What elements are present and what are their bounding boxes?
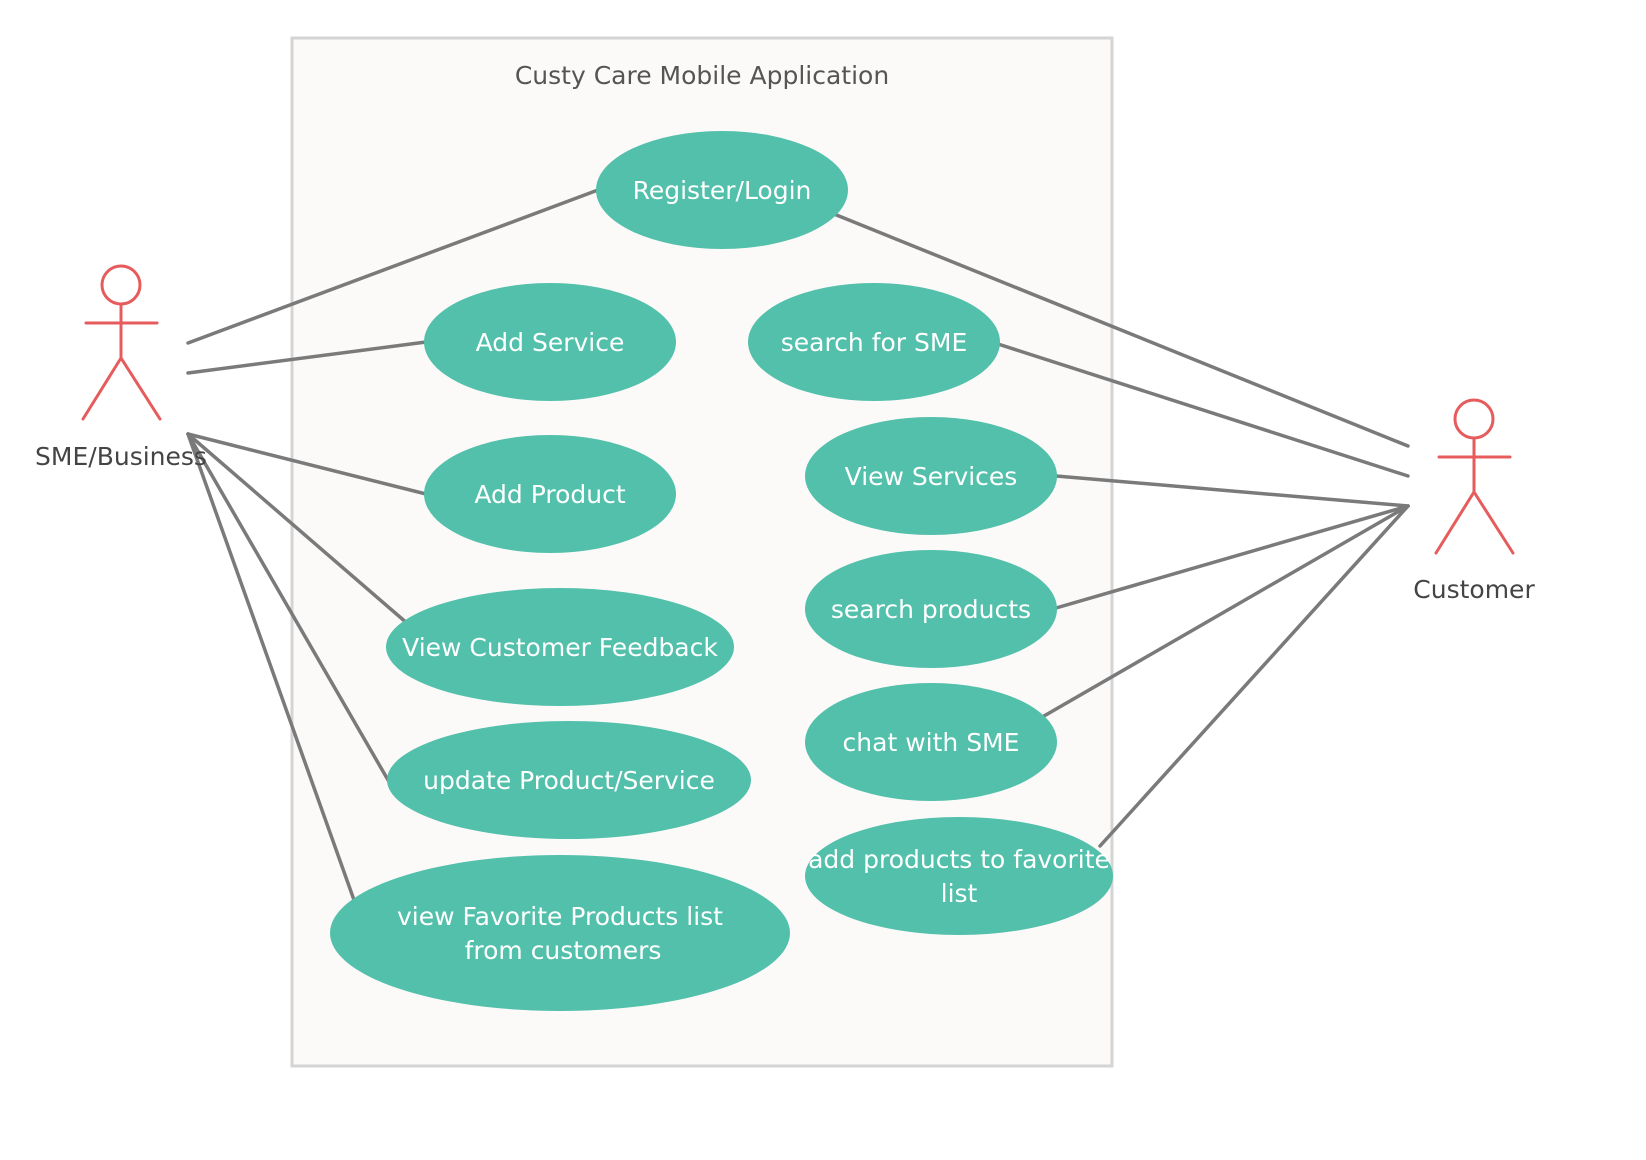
association-sme-update-product-service[interactable] bbox=[186, 432, 390, 782]
use-case-label: View Customer Feedback bbox=[402, 633, 718, 662]
association-customer-register-login[interactable] bbox=[832, 212, 1410, 448]
association-sme-view-feedback[interactable] bbox=[186, 432, 410, 626]
use-case-ellipse[interactable] bbox=[596, 131, 848, 249]
association-sme-register-login[interactable] bbox=[186, 188, 600, 345]
use-case-label: update Product/Service bbox=[423, 766, 715, 795]
use-case-update-product-service[interactable]: update Product/Service bbox=[387, 721, 751, 839]
use-case-label: Register/Login bbox=[633, 176, 812, 205]
use-case-search-products[interactable]: search products bbox=[805, 550, 1057, 668]
use-case-search-sme[interactable]: search for SME bbox=[748, 283, 1000, 401]
stick-figure-icon bbox=[81, 264, 162, 421]
use-case-label: Add Service bbox=[476, 328, 625, 357]
use-case-ellipse[interactable] bbox=[805, 417, 1057, 535]
use-case-ellipse[interactable] bbox=[330, 855, 790, 1011]
association-customer-chat-sme[interactable] bbox=[1042, 504, 1410, 718]
association-customer-search-products[interactable] bbox=[1054, 504, 1410, 610]
association-customer-view-services[interactable] bbox=[1054, 474, 1410, 508]
actor-sme-business[interactable]: SME/Business bbox=[35, 264, 207, 471]
use-case-label-line-2: from customers bbox=[465, 936, 662, 965]
actor-customer[interactable]: Customer bbox=[1413, 398, 1535, 604]
use-case-label-line-1: add products to favorite bbox=[808, 845, 1110, 874]
use-case-ellipse[interactable] bbox=[805, 817, 1113, 935]
stick-figure-icon bbox=[1434, 398, 1515, 555]
use-case-register-login[interactable]: Register/Login bbox=[596, 131, 848, 249]
use-case-view-customer-feedback[interactable]: View Customer Feedback bbox=[386, 588, 734, 706]
actor-left-leg bbox=[1434, 490, 1476, 555]
actor-head bbox=[1453, 398, 1495, 440]
use-case-add-products-to-favorite-list[interactable]: add products to favorite list bbox=[805, 817, 1113, 935]
use-case-view-favorite-products-list[interactable]: view Favorite Products list from custome… bbox=[330, 855, 790, 1011]
use-case-label-line-2: list bbox=[941, 879, 978, 908]
association-customer-search-sme[interactable] bbox=[996, 342, 1410, 478]
associations bbox=[186, 188, 1410, 902]
use-case-label-line-1: view Favorite Products list bbox=[397, 902, 723, 931]
actor-left-leg bbox=[81, 356, 123, 421]
association-sme-view-favorites[interactable] bbox=[186, 432, 356, 902]
use-case-ellipse[interactable] bbox=[387, 721, 751, 839]
actor-right-leg bbox=[1472, 490, 1515, 555]
association-sme-add-service[interactable] bbox=[186, 340, 428, 375]
actor-name: Customer bbox=[1413, 575, 1535, 604]
use-case-ellipse[interactable] bbox=[424, 283, 676, 401]
use-case-chat-with-sme[interactable]: chat with SME bbox=[805, 683, 1057, 801]
use-case-ellipse[interactable] bbox=[748, 283, 1000, 401]
association-customer-add-favorite[interactable] bbox=[1098, 504, 1410, 848]
use-case-label: chat with SME bbox=[843, 728, 1020, 757]
use-case-label: Add Product bbox=[474, 480, 625, 509]
use-case-ellipse[interactable] bbox=[805, 550, 1057, 668]
actor-head bbox=[100, 264, 142, 306]
use-case-add-service[interactable]: Add Service bbox=[424, 283, 676, 401]
use-case-label: View Services bbox=[845, 462, 1018, 491]
association-sme-add-product[interactable] bbox=[186, 432, 428, 496]
use-case-ellipse[interactable] bbox=[805, 683, 1057, 801]
use-case-ellipse[interactable] bbox=[424, 435, 676, 553]
use-case-label: search products bbox=[831, 595, 1031, 624]
use-case-add-product[interactable]: Add Product bbox=[424, 435, 676, 553]
system-title: Custy Care Mobile Application bbox=[515, 61, 889, 90]
actor-name: SME/Business bbox=[35, 442, 207, 471]
actor-right-leg bbox=[119, 356, 162, 421]
use-case-ellipse[interactable] bbox=[386, 588, 734, 706]
use-case-label: search for SME bbox=[781, 328, 968, 357]
use-case-view-services[interactable]: View Services bbox=[805, 417, 1057, 535]
